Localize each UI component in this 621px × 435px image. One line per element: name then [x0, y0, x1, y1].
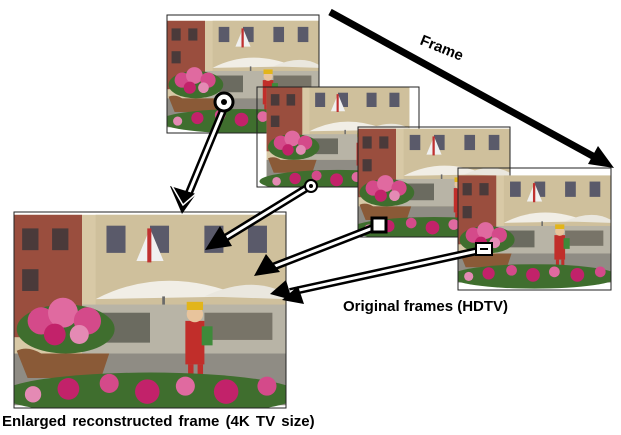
dash-marker-icon [475, 242, 493, 256]
dot-marker-icon [304, 179, 318, 193]
mapping-arrow-3 [254, 222, 380, 276]
original-frame-1 [166, 14, 320, 134]
original-frame-4 [457, 167, 612, 291]
frame-axis-arrow [328, 8, 614, 168]
mapping-arrow-2 [205, 182, 313, 250]
enlarged-frame-label: Enlarged reconstructed frame (4K TV size… [2, 413, 315, 430]
mapping-arrow-4 [270, 246, 483, 304]
circle-marker-icon [213, 91, 235, 113]
original-frames-label: Original frames (HDTV) [343, 298, 509, 315]
mapping-arrow-1 [170, 106, 228, 214]
square-marker-icon [370, 216, 388, 234]
enlarged-reconstructed-frame [13, 211, 287, 409]
